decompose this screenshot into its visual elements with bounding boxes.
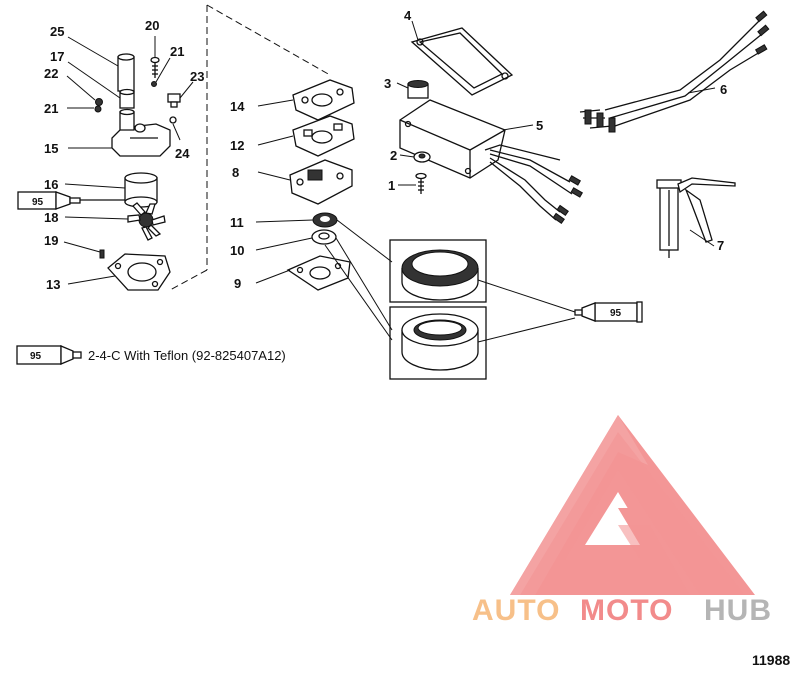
part-16-insert <box>124 172 158 208</box>
part-20-screw <box>150 56 160 78</box>
callout-4: 4 <box>404 8 412 23</box>
callout-23: 23 <box>190 69 204 84</box>
legend: 95 2-4-C With Teflon (92-825407A12) <box>16 345 286 365</box>
part-2-nut <box>413 151 431 163</box>
callout-3: 3 <box>384 76 391 91</box>
part-5-module <box>399 99 506 179</box>
part-24-washer <box>169 116 177 124</box>
callout-leader-lines <box>63 20 716 285</box>
callout-17: 17 <box>50 49 64 64</box>
callout-10: 10 <box>230 243 244 258</box>
part-3-grommet <box>407 80 429 99</box>
part-23-grommet <box>167 93 181 108</box>
part-13-gasket <box>107 253 171 291</box>
seal-detail-box-upper <box>389 239 487 303</box>
part-18-impeller <box>127 202 166 241</box>
part-19-key <box>99 249 105 259</box>
watermark-text: AUTO MOTO HUB <box>472 594 772 627</box>
callout-12: 12 <box>230 138 244 153</box>
callout-13: 13 <box>46 277 60 292</box>
callout-16: 16 <box>44 177 58 192</box>
watermark-hub: HUB <box>704 594 772 627</box>
callout-14: 14 <box>230 99 245 114</box>
part-9-gasket <box>286 255 351 291</box>
detail-leader-lines <box>324 219 576 343</box>
part-25-tube <box>117 53 135 92</box>
callout-15: 15 <box>44 141 58 156</box>
callout-5: 5 <box>536 118 543 133</box>
legend-tube-label: 95 <box>30 351 42 362</box>
part-14-plate <box>292 79 355 121</box>
part-6-harness <box>579 10 770 133</box>
callout-25: 25 <box>50 24 64 39</box>
callout-1: 1 <box>388 178 395 193</box>
callout-labels: 25 17 22 21 20 21 23 15 24 16 18 19 13 1… <box>44 8 727 292</box>
part-4-gasket <box>410 27 514 96</box>
part-11-seal <box>312 212 338 228</box>
callout-24: 24 <box>175 146 190 161</box>
tube-left-label: 95 <box>32 197 44 208</box>
callout-22: 22 <box>44 66 58 81</box>
callout-7: 7 <box>717 238 724 253</box>
lubricant-tube-left: 95 <box>17 191 125 210</box>
part-17-sleeve <box>119 88 135 109</box>
callout-8: 8 <box>232 165 239 180</box>
callout-2: 2 <box>390 148 397 163</box>
part-22-nut <box>95 98 103 106</box>
lubricant-tube-right: 95 <box>574 301 643 323</box>
figure-number: 11988 <box>752 652 790 668</box>
callout-6: 6 <box>720 82 727 97</box>
tube-right-label: 95 <box>610 308 622 319</box>
legend-text: 2-4-C With Teflon (92-825407A12) <box>88 348 286 363</box>
dashed-group-lines <box>169 4 331 291</box>
callout-18: 18 <box>44 210 58 225</box>
watermark-logo <box>510 415 755 595</box>
part-7-grease-gun <box>656 177 736 258</box>
callout-21-right: 21 <box>170 44 184 59</box>
part-21-washer-right <box>151 81 157 87</box>
callout-19: 19 <box>44 233 58 248</box>
callout-11: 11 <box>230 215 244 230</box>
watermark-moto: MOTO <box>580 594 673 627</box>
part-15-pump-housing <box>111 108 171 157</box>
part-21-washer <box>94 105 102 113</box>
watermark-auto: AUTO <box>472 594 560 627</box>
callout-21-left: 21 <box>44 101 58 116</box>
callout-9: 9 <box>234 276 241 291</box>
part-10-seal <box>311 229 337 245</box>
part-8-base <box>289 159 353 205</box>
module-wires <box>484 144 584 225</box>
part-1-screw <box>415 172 427 194</box>
callout-20: 20 <box>145 18 159 33</box>
seal-detail-box-lower <box>389 306 487 380</box>
part-12-plate <box>292 115 355 157</box>
